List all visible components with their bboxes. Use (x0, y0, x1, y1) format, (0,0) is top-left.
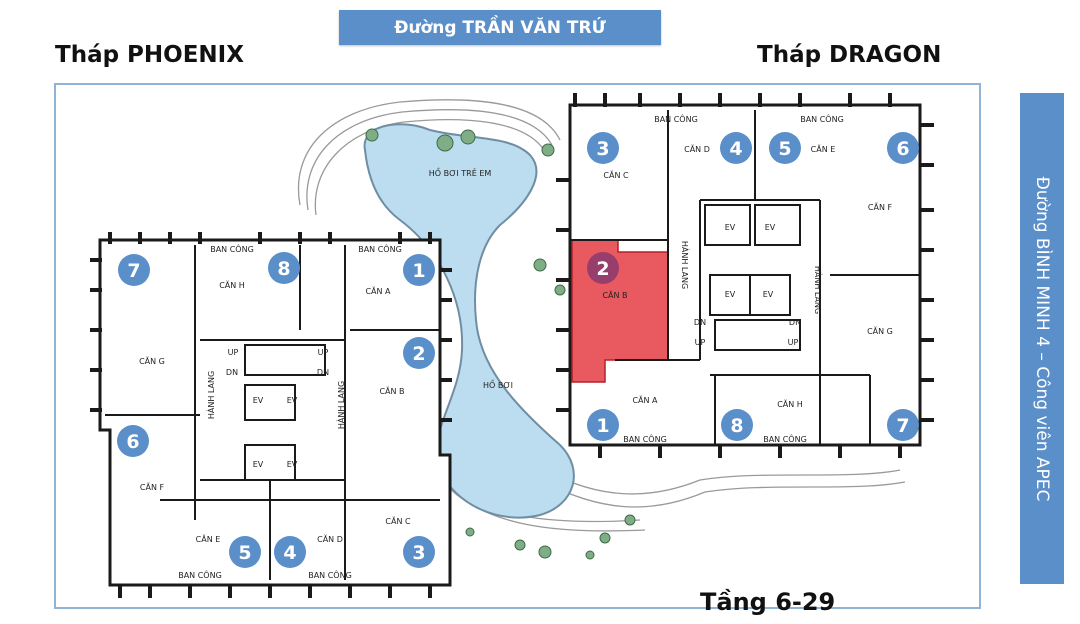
svg-text:3: 3 (596, 138, 609, 160)
tower-title-dragon: Tháp DRAGON (757, 42, 942, 68)
dragon-unit-e-name: CĂN E (811, 143, 836, 154)
dragon-badge-7: 7 (887, 409, 919, 441)
svg-text:1: 1 (412, 260, 425, 282)
unit-badges: 7 8 1 2 6 5 4 3 3 4 5 6 2 1 8 7 (117, 132, 919, 568)
phoenix-badge-1: 1 (403, 254, 435, 286)
phoenix-balcony-bottom-right: BAN CÔNG (308, 569, 352, 580)
phoenix-unit-h-name: CĂN H (219, 279, 245, 290)
dragon-badge-6: 6 (887, 132, 919, 164)
dragon-ev-1: EV (725, 223, 736, 232)
dragon-walls (570, 110, 920, 445)
phoenix-stair-down-1: DN (226, 368, 238, 377)
trees (365, 128, 636, 560)
phoenix-tower (98, 238, 452, 587)
dragon-badge-1: 1 (587, 409, 619, 441)
phoenix-hallway-2: HÀNH LANG (335, 381, 346, 429)
svg-text:6: 6 (896, 138, 909, 160)
phoenix-badge-8: 8 (268, 252, 300, 284)
dragon-badge-4: 4 (720, 132, 752, 164)
street-label-top: Đường TRẦN VĂN TRỨ (339, 10, 661, 45)
phoenix-badge-2: 2 (403, 337, 435, 369)
dragon-stair-up-2: UP (788, 338, 799, 347)
dragon-stair-down-1: DN (694, 318, 706, 327)
dragon-hallway-2: HÀNH LANG (813, 266, 824, 314)
svg-text:3: 3 (412, 542, 425, 564)
phoenix-hallway-1: HÀNH LANG (205, 371, 216, 419)
dragon-badge-8: 8 (721, 409, 753, 441)
svg-text:8: 8 (277, 258, 290, 280)
dragon-hallway-1: HÀNH LANG (680, 241, 691, 289)
phoenix-ev-2: EV (287, 396, 298, 405)
tower-title-phoenix: Tháp PHOENIX (55, 42, 244, 68)
dragon-unit-b-name: CĂN B (602, 289, 627, 300)
dragon-ev-3: EV (725, 290, 736, 299)
label-kids-pool: HỒ BƠI TRẺ EM (429, 166, 492, 178)
phoenix-ev-1: EV (253, 396, 264, 405)
phoenix-badge-3: 3 (403, 536, 435, 568)
phoenix-badge-4: 4 (274, 536, 306, 568)
phoenix-unit-a-name: CĂN A (365, 285, 391, 296)
phoenix-balcony-ticks (90, 232, 452, 598)
dragon-unit-f-name: CĂN F (868, 201, 893, 212)
dragon-badge-3: 3 (587, 132, 619, 164)
site-frame (54, 83, 981, 609)
svg-text:5: 5 (238, 542, 251, 564)
dragon-badge-2: 2 (587, 252, 619, 284)
dragon-unit-d-name: CĂN D (684, 143, 710, 154)
phoenix-balcony-top-right: BAN CÔNG (358, 243, 402, 254)
phoenix-ev-3: EV (253, 460, 264, 469)
dragon-balcony-bottom-right: BAN CÔNG (763, 433, 807, 444)
phoenix-stair-up-2: UP (318, 348, 329, 357)
phoenix-balcony-top: BAN CÔNG (210, 243, 254, 254)
svg-text:7: 7 (896, 415, 909, 437)
street-label-right: Đường BÌNH MINH 4 – Công viên APEC (1020, 93, 1064, 584)
dragon-stair-down-2: DN (789, 318, 801, 327)
phoenix-walls (105, 245, 440, 580)
svg-text:7: 7 (127, 260, 140, 282)
svg-text:8: 8 (730, 415, 743, 437)
dragon-balcony-top-right: BAN CÔNG (800, 113, 844, 124)
phoenix-unit-f-name: CĂN F (140, 481, 165, 492)
dragon-unit-h-name: CĂN H (777, 398, 803, 409)
phoenix-stair-down-2: DN (317, 368, 329, 377)
phoenix-unit-d-name: CĂN D (317, 533, 343, 544)
dragon-stair-up-1: UP (695, 338, 706, 347)
svg-text:6: 6 (126, 431, 139, 453)
dragon-balcony-top-left: BAN CÔNG (654, 113, 698, 124)
svg-text:4: 4 (283, 542, 296, 564)
pool (363, 123, 575, 519)
dragon-unit-c-name: CĂN C (603, 169, 629, 180)
svg-text:5: 5 (778, 138, 791, 160)
phoenix-badge-7: 7 (118, 254, 150, 286)
dragon-balcony-ticks (556, 93, 934, 458)
dragon-unit-a-name: CĂN A (632, 394, 658, 405)
dragon-unit-g-name: CĂN G (867, 325, 893, 336)
svg-text:1: 1 (596, 415, 609, 437)
small-labels: HỒ BƠI TRẺ EM HỒ BƠI BAN CÔNG BAN CÔNG B… (139, 113, 893, 580)
phoenix-unit-b-name: CĂN B (379, 385, 404, 396)
phoenix-unit-c-name: CĂN C (385, 515, 411, 526)
svg-text:2: 2 (412, 343, 425, 365)
phoenix-ev-4: EV (287, 460, 298, 469)
svg-text:4: 4 (729, 138, 742, 160)
phoenix-badge-5: 5 (229, 536, 261, 568)
dragon-badge-5: 5 (769, 132, 801, 164)
phoenix-stair-up-1: UP (228, 348, 239, 357)
phoenix-badge-6: 6 (117, 425, 149, 457)
phoenix-balcony-bottom-left: BAN CÔNG (178, 569, 222, 580)
phoenix-unit-g-name: CĂN G (139, 355, 165, 366)
floor-range-label: Tầng 6-29 (700, 588, 836, 616)
phoenix-unit-e-name: CĂN E (196, 533, 221, 544)
svg-text:2: 2 (596, 258, 609, 280)
label-pool: HỒ BƠI (483, 378, 513, 390)
dragon-balcony-bottom-left: BAN CÔNG (623, 433, 667, 444)
dragon-ev-4: EV (763, 290, 774, 299)
dragon-ev-2: EV (765, 223, 776, 232)
